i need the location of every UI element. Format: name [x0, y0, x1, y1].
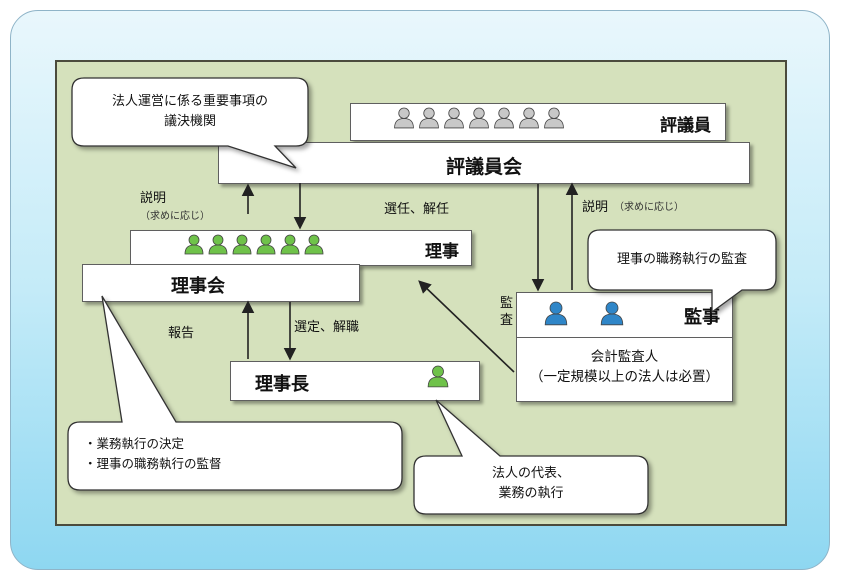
- person-icon: [469, 107, 489, 129]
- person-icon: [304, 234, 324, 255]
- person-icon: [444, 107, 464, 129]
- person-icon: [600, 301, 624, 326]
- hyogiinkai-label: 評議員会: [445, 156, 522, 178]
- person-icon: [427, 365, 449, 388]
- setsumei-right-sub-label: （求めに応じ）: [614, 202, 684, 213]
- kansa-diagonal-arrow: [418, 280, 515, 373]
- person-icon: [184, 234, 204, 255]
- hokoku-label: 報告: [168, 326, 195, 341]
- person-icon: [519, 107, 539, 129]
- person-icon: [208, 234, 228, 255]
- callout-rijikai-role-line1: ・業務執行の決定: [84, 436, 185, 451]
- rijicho-label: 理事長: [255, 374, 309, 395]
- callout-rijicho-role-line2: 業務の執行: [498, 486, 564, 501]
- callout-kansa-shape: [587, 229, 777, 314]
- setsumei-right-label: 説明: [582, 200, 609, 215]
- kanji-divider: [517, 337, 732, 338]
- person-icon: [544, 301, 568, 326]
- callout-hojin-unei-shape: [71, 77, 309, 169]
- person-icon: [494, 107, 514, 129]
- person-icon: [419, 107, 439, 129]
- senin-label: 選任、解任: [384, 202, 450, 217]
- callout-hojin-unei-line2: 議決機関: [163, 114, 216, 129]
- callout-rijikai-role-shape: [67, 295, 403, 491]
- hyogiin-label: 評議員: [660, 116, 711, 136]
- kanji-people-icons: [544, 301, 624, 326]
- person-icon: [232, 234, 252, 255]
- riji-label: 理事: [425, 242, 459, 262]
- kaikei-line1: 会計監査人: [590, 349, 659, 365]
- person-icon: [394, 107, 414, 129]
- kansa-vertical-label: 監査: [500, 296, 514, 328]
- callout-kansa-text: 理事の職務執行の監査: [616, 252, 747, 267]
- callout-rijicho-role-shape: [413, 399, 649, 515]
- rijikai-label: 理事会: [171, 276, 225, 297]
- hyogiin-people-icons: [394, 107, 564, 129]
- callout-hojin-unei-line1: 法人運営に係る重要事項の: [111, 94, 268, 109]
- callout-rijikai-role-line2: ・理事の職務執行の監督: [84, 456, 222, 471]
- sentei-label: 選定、解職: [294, 320, 360, 335]
- setsumei-left-label: 説明: [140, 191, 167, 206]
- riji-people-icons: [184, 234, 324, 255]
- person-icon: [280, 234, 300, 255]
- person-icon: [256, 234, 276, 255]
- callout-rijicho-role-line1: 法人の代表、: [491, 466, 570, 481]
- kanji-label: 監事: [684, 307, 720, 328]
- hyogiin-box: 評議員: [350, 103, 726, 141]
- person-icon: [544, 107, 564, 129]
- setsumei-left-sub-label: （求めに応じ）: [140, 211, 210, 222]
- rijikai-box: 理事会: [82, 264, 360, 302]
- hyogiinkai-box: 評議員会: [218, 142, 750, 184]
- kaikei-line2: （一定規模以上の法人は必置）: [530, 369, 719, 385]
- rijicho-person-icon: [427, 365, 449, 388]
